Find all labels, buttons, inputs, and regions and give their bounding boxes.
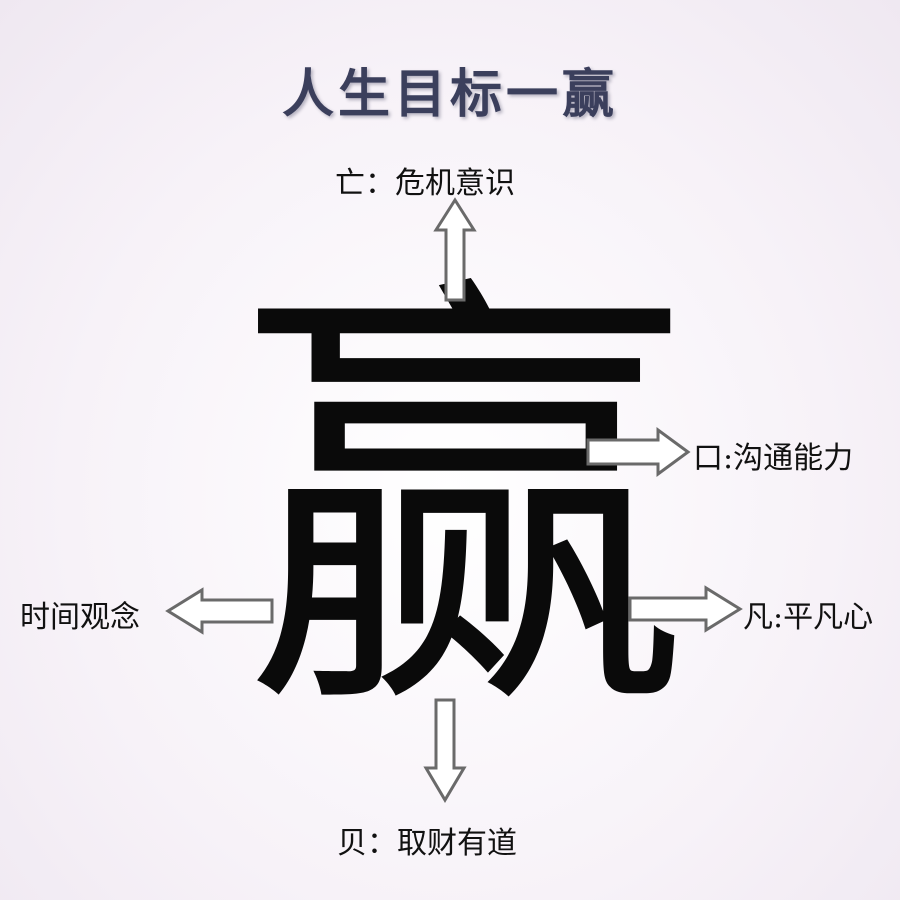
label-right-ordinary-heart: 凡:平凡心 bbox=[743, 600, 874, 635]
label-right-communication: 口:沟通能力 bbox=[693, 441, 854, 476]
main-character-ying: 赢 bbox=[240, 243, 690, 767]
arrow-left-icon bbox=[165, 587, 274, 635]
page-title: 人生目标一赢 bbox=[281, 65, 618, 125]
label-top-danger-awareness: 亡：危机意识 bbox=[335, 166, 515, 201]
arrow-down-icon bbox=[423, 698, 467, 803]
label-bottom-wealth-way: 贝：取财有道 bbox=[337, 826, 517, 861]
arrow-right-icon-2 bbox=[628, 585, 743, 633]
arrow-right-icon bbox=[586, 427, 691, 477]
label-left-time-concept: 时间观念 bbox=[20, 600, 140, 635]
arrow-up-icon bbox=[433, 197, 477, 302]
